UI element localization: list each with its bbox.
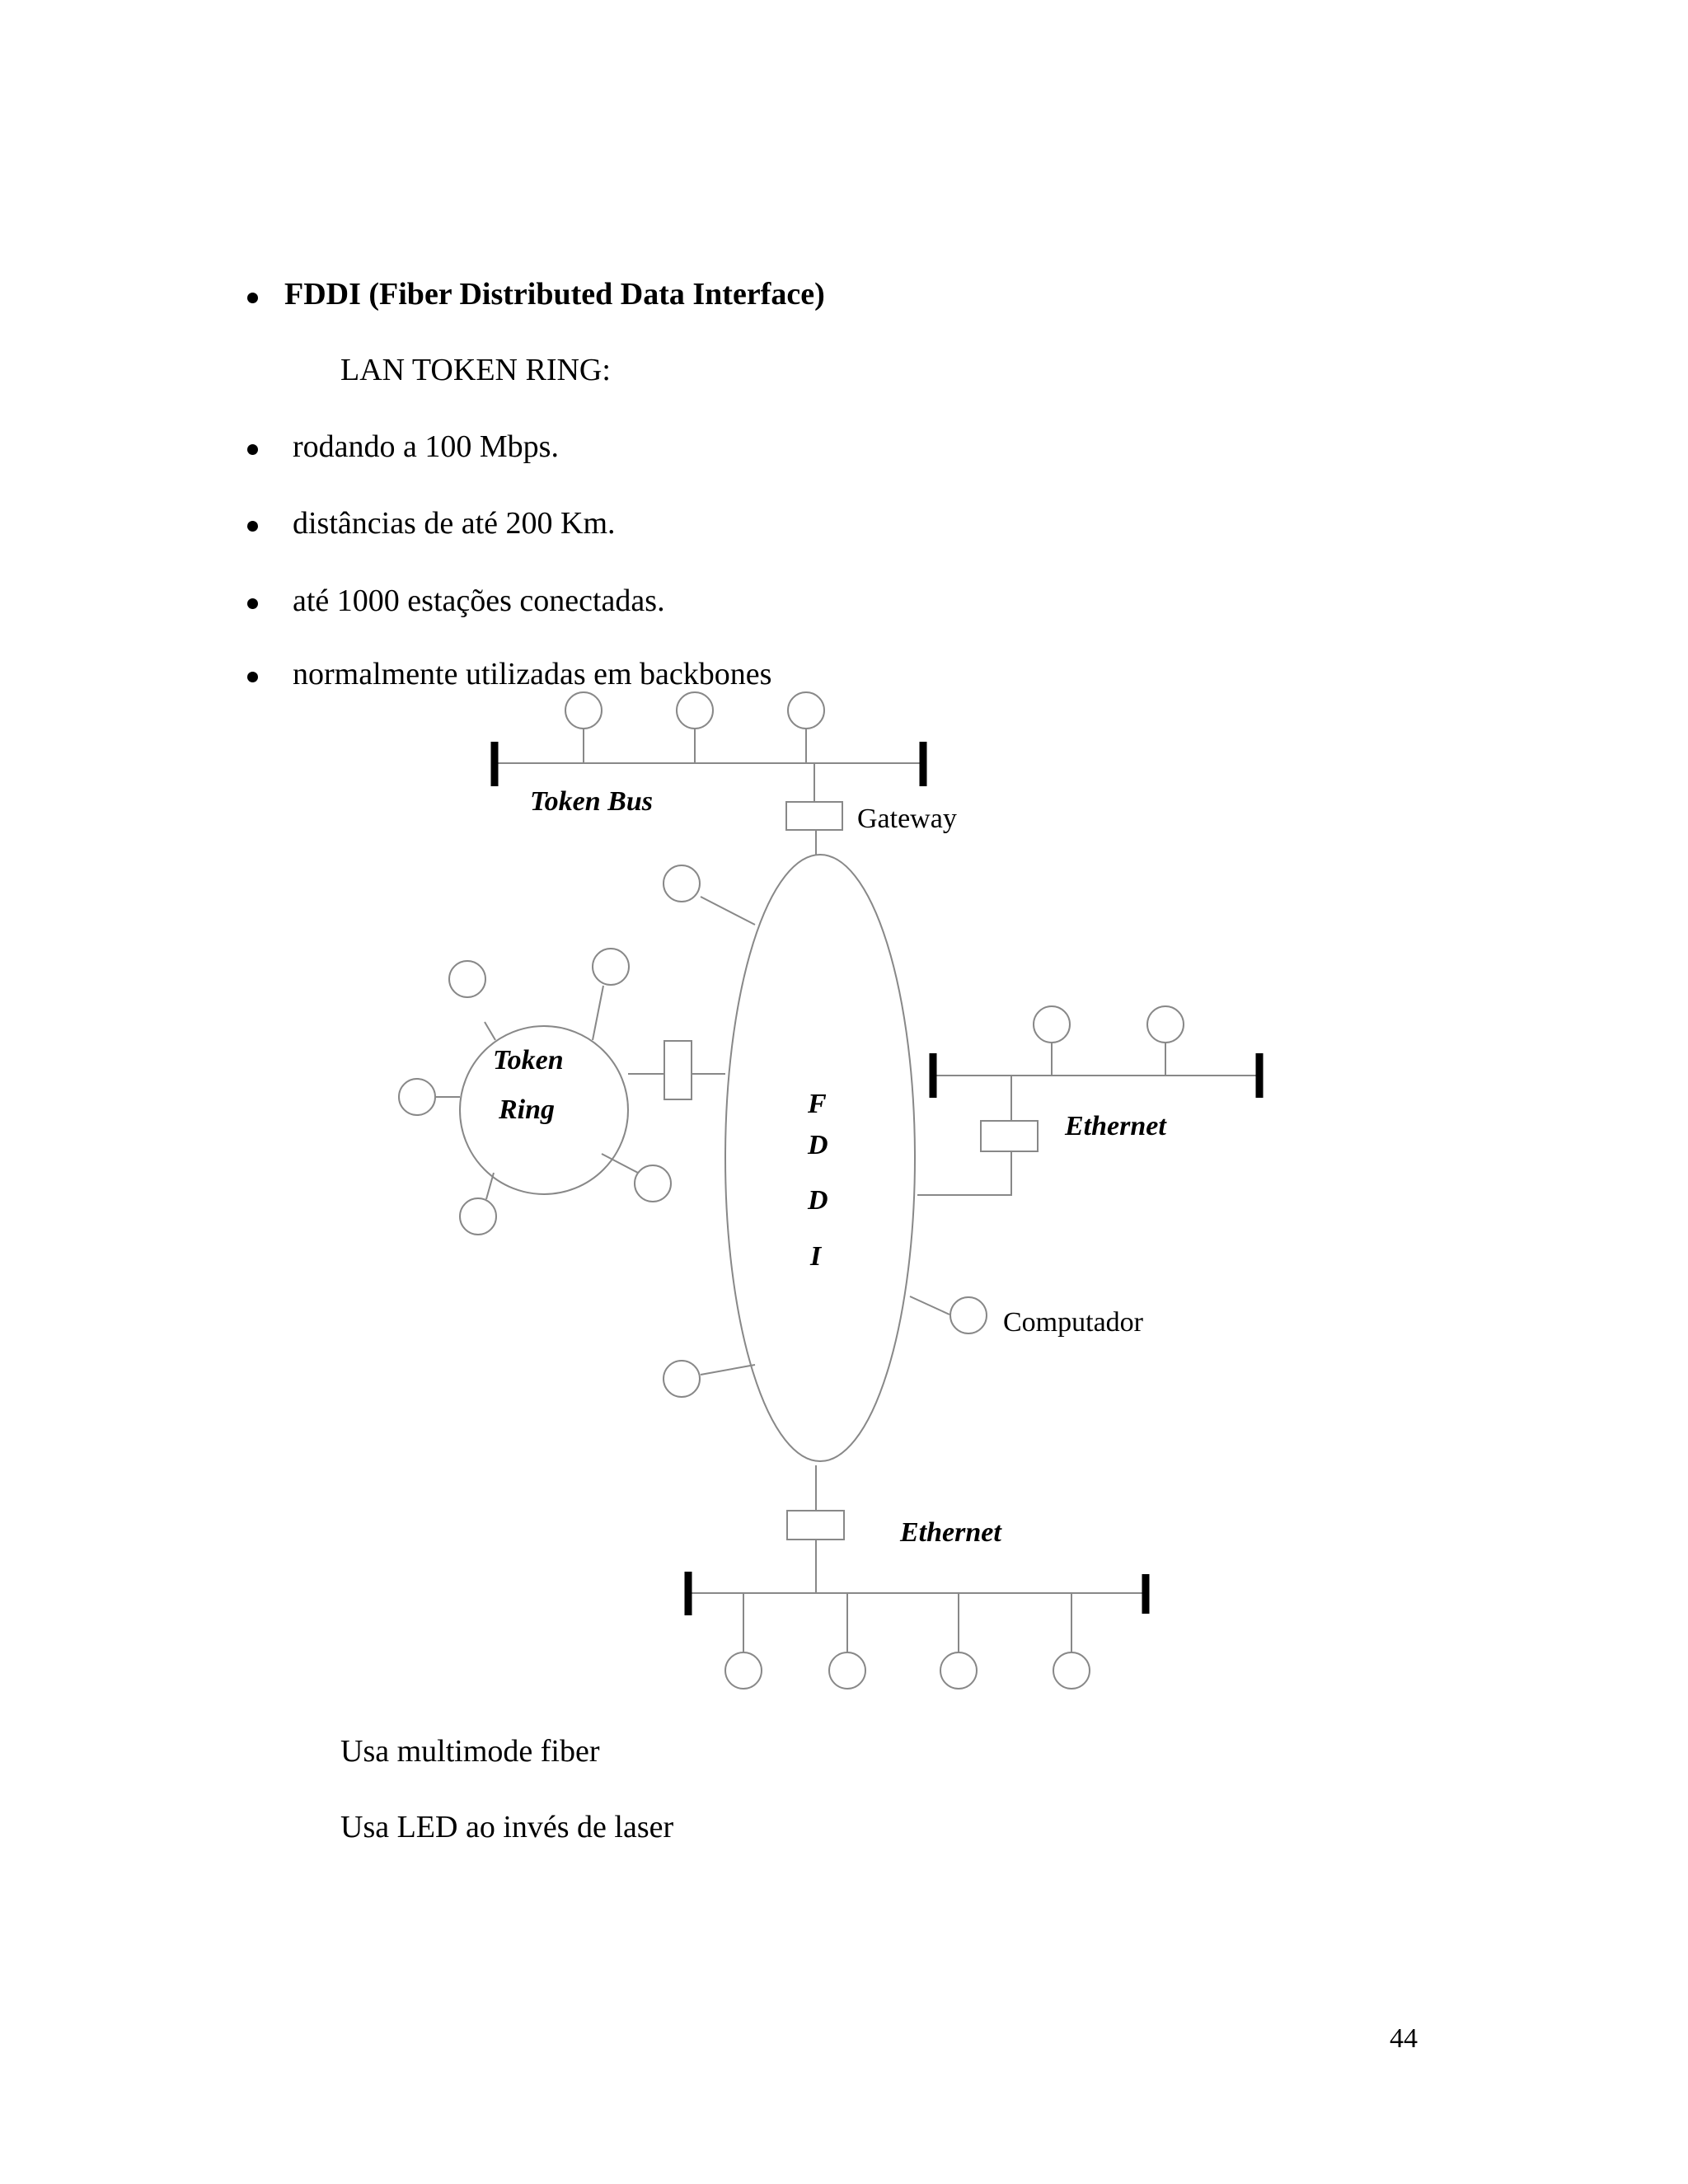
ethernet-bottom-segment: Ethernet xyxy=(684,1465,1150,1690)
ethernet-bottom-station-4 xyxy=(1053,1652,1090,1690)
token-ring-drop-lower-left xyxy=(485,1172,495,1200)
token-bus-segment: Token Bus xyxy=(490,691,927,817)
bullet-item-3: até 1000 estações conectadas. xyxy=(293,583,665,618)
token-ring-drop-lower-right xyxy=(601,1153,640,1174)
heading-bullet xyxy=(247,293,258,303)
ethernet-right-station-1 xyxy=(1033,1005,1071,1043)
token-ring-station-lower-left xyxy=(459,1197,497,1235)
token-bus-label: Token Bus xyxy=(530,786,653,817)
token-ring-station-lower-right xyxy=(634,1165,672,1202)
ethernet-bottom-gateway-box xyxy=(786,1510,845,1540)
token-ring-gateway-box xyxy=(663,1040,692,1100)
fddi-letter-d1: D xyxy=(807,1130,828,1160)
fddi-station-lower-link xyxy=(700,1364,756,1376)
gateway-top: Gateway xyxy=(785,763,957,855)
ethernet-right-label: Ethernet xyxy=(1064,1111,1167,1141)
note-multimode: Usa multimode fiber xyxy=(340,1734,600,1769)
bullet-marker-1 xyxy=(247,444,258,455)
heading-title: FDDI (Fiber Distributed Data Interface) xyxy=(284,277,825,312)
ethernet-right-gateway-box xyxy=(980,1120,1039,1152)
ethernet-right-gateway-link xyxy=(917,1151,1012,1196)
bullet-marker-2 xyxy=(247,521,258,532)
bullet-item-1: rodando a 100 Mbps. xyxy=(293,429,559,464)
token-ring-circle xyxy=(459,1025,629,1195)
fddi-letter-d2: D xyxy=(807,1185,828,1216)
computador-station xyxy=(950,1296,987,1334)
fddi-ring-ellipse xyxy=(724,854,916,1462)
token-bus-station-1 xyxy=(565,691,603,729)
bullet-marker-3 xyxy=(247,598,258,609)
ethernet-right-segment: Ethernet xyxy=(917,1005,1264,1196)
token-ring-station-upper-left xyxy=(448,960,486,998)
token-ring-segment: Token Ring xyxy=(398,948,725,1235)
fddi-station-upper-link xyxy=(700,896,756,926)
token-ring-station-left xyxy=(398,1078,436,1116)
ethernet-bottom-label: Ethernet xyxy=(899,1517,1002,1548)
token-bus-station-3 xyxy=(787,691,825,729)
fddi-letter-f: F xyxy=(807,1089,827,1119)
fddi-stations: Computador xyxy=(663,865,1144,1398)
ethernet-bottom-station-1 xyxy=(724,1652,762,1690)
token-bus-station-2 xyxy=(676,691,714,729)
bullet-item-4: normalmente utilizadas em backbones xyxy=(293,657,772,691)
note-led: Usa LED ao invés de laser xyxy=(340,1810,674,1844)
fddi-ring: F D D I xyxy=(724,854,916,1462)
ethernet-bottom-station-3 xyxy=(940,1652,978,1690)
fddi-letter-i: I xyxy=(809,1241,823,1272)
ethernet-right-station-2 xyxy=(1146,1005,1184,1043)
computador-link xyxy=(909,1296,950,1315)
page-number: 44 xyxy=(1390,2023,1418,2054)
subtitle: LAN TOKEN RING: xyxy=(340,353,611,387)
ethernet-bottom-station-2 xyxy=(828,1652,866,1690)
fddi-station-lower xyxy=(663,1360,701,1398)
gateway-label: Gateway xyxy=(857,804,957,834)
bullet-marker-4 xyxy=(247,672,258,682)
token-ring-station-upper-right xyxy=(592,948,630,986)
bullet-item-2: distâncias de até 200 Km. xyxy=(293,506,616,541)
token-ring-drop-upper-right xyxy=(592,985,604,1041)
token-ring-drop-upper-left xyxy=(484,1021,496,1041)
token-ring-label-line1: Token xyxy=(493,1045,564,1076)
gateway-top-box xyxy=(785,801,843,831)
fddi-station-upper xyxy=(663,865,701,902)
token-ring-label-line2: Ring xyxy=(498,1094,555,1125)
computador-label: Computador xyxy=(1003,1307,1144,1338)
